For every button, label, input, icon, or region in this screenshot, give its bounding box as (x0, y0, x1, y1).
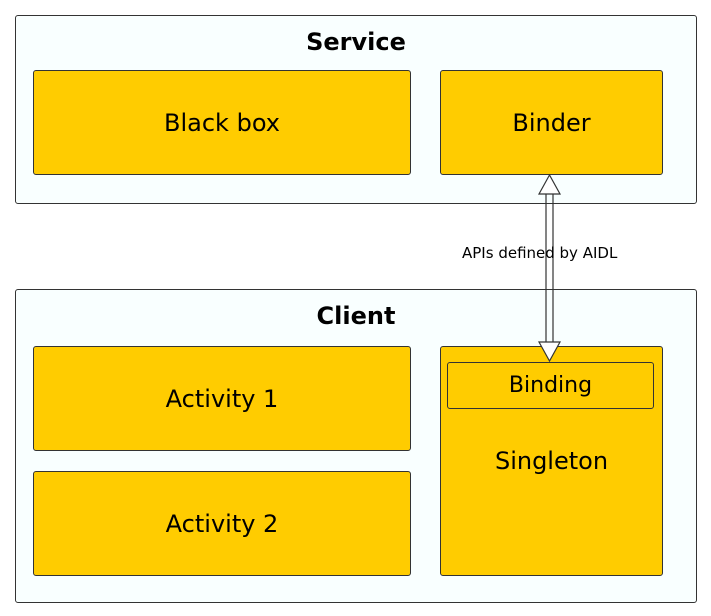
black-box-label: Black box (164, 108, 280, 137)
black-box-node: Black box (33, 70, 411, 175)
binder-node: Binder (440, 70, 663, 175)
activity-2-node: Activity 2 (33, 471, 411, 576)
singleton-label: Singleton (494, 447, 609, 475)
binding-label: Binding (508, 373, 593, 398)
aidl-connector-head-up (537, 173, 562, 195)
activity-1-label: Activity 1 (165, 384, 279, 413)
binding-node: Binding (447, 362, 654, 409)
activity-2-label: Activity 2 (165, 509, 279, 538)
aidl-connector-label: APIs defined by AIDL (462, 244, 618, 262)
client-title: Client (316, 302, 396, 330)
aidl-connector-head-down (537, 341, 562, 363)
activity-1-node: Activity 1 (33, 346, 411, 451)
service-title: Service (306, 28, 406, 56)
binder-label: Binder (512, 108, 591, 137)
